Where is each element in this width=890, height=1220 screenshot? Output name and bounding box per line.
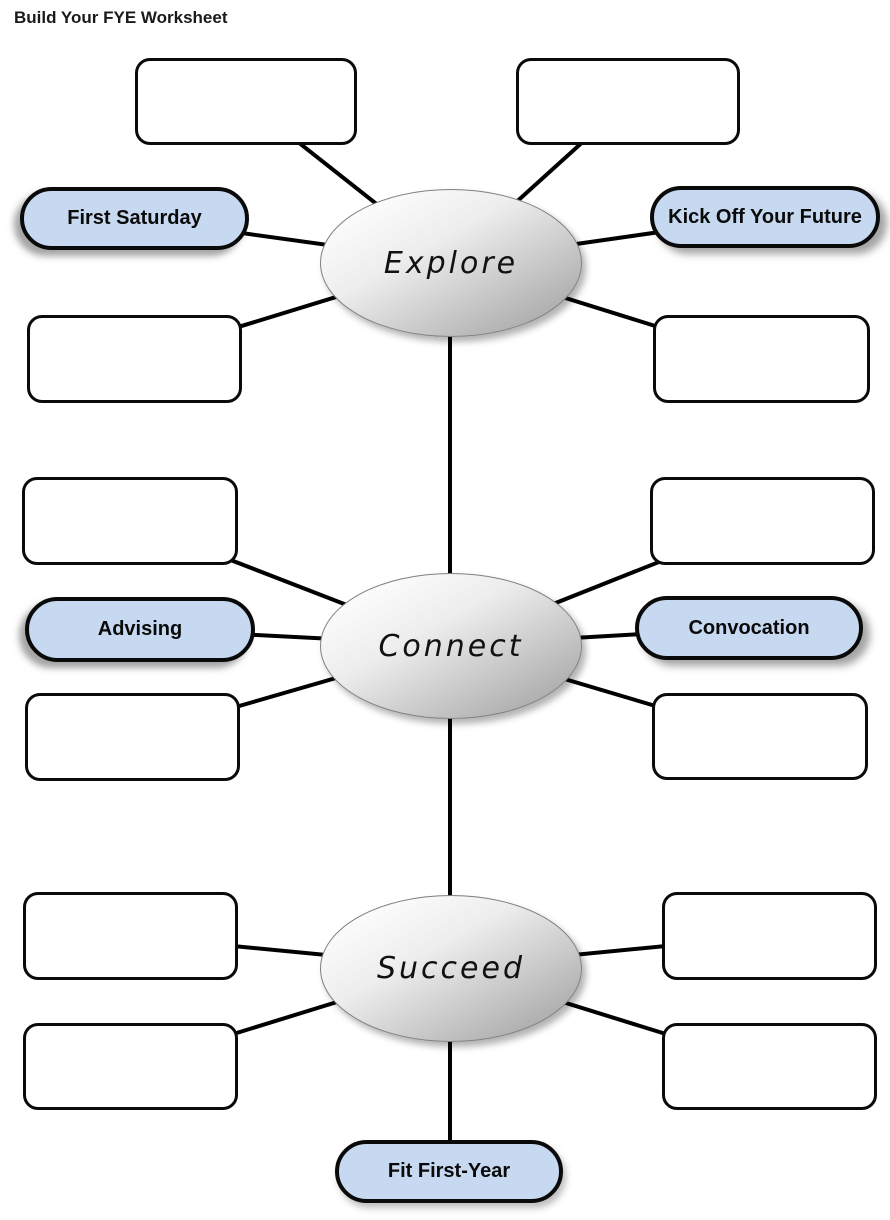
blank-box-connect-bottom-right[interactable] bbox=[652, 693, 868, 780]
blank-box-explore-top-right[interactable] bbox=[516, 58, 740, 145]
pill-fit-first-year: Fit First-Year bbox=[335, 1140, 563, 1203]
blank-box-explore-bottom-left[interactable] bbox=[27, 315, 242, 403]
pill-kick-off-your-future: Kick Off Your Future bbox=[650, 186, 880, 248]
blank-box-connect-bottom-left[interactable] bbox=[25, 693, 240, 781]
page-title: Build Your FYE Worksheet bbox=[14, 8, 228, 27]
hub-ellipse-connect: Connect bbox=[320, 573, 582, 719]
blank-box-explore-top-left[interactable] bbox=[135, 58, 357, 145]
blank-box-connect-top-right[interactable] bbox=[650, 477, 875, 565]
blank-box-succeed-bottom-left[interactable] bbox=[23, 1023, 238, 1110]
pill-convocation: Convocation bbox=[635, 596, 863, 660]
pill-label: Kick Off Your Future bbox=[668, 205, 862, 228]
hub-ellipse-explore: Explore bbox=[320, 189, 582, 337]
blank-box-connect-top-left[interactable] bbox=[22, 477, 238, 565]
hub-label: Connect bbox=[378, 628, 524, 664]
pill-advising: Advising bbox=[25, 597, 255, 662]
pill-first-saturday: First Saturday bbox=[20, 187, 249, 250]
blank-box-succeed-top-right[interactable] bbox=[662, 892, 877, 980]
hub-label: Explore bbox=[383, 245, 519, 281]
blank-box-succeed-bottom-right[interactable] bbox=[662, 1023, 877, 1110]
hub-ellipse-succeed: Succeed bbox=[320, 895, 582, 1042]
pill-label: First Saturday bbox=[67, 207, 202, 229]
blank-box-succeed-top-left[interactable] bbox=[23, 892, 238, 980]
pill-label: Fit First-Year bbox=[387, 1160, 511, 1182]
pill-label: Advising bbox=[97, 618, 183, 640]
blank-box-explore-bottom-right[interactable] bbox=[653, 315, 870, 403]
pill-label: Convocation bbox=[688, 616, 810, 639]
hub-label: Succeed bbox=[376, 951, 525, 986]
